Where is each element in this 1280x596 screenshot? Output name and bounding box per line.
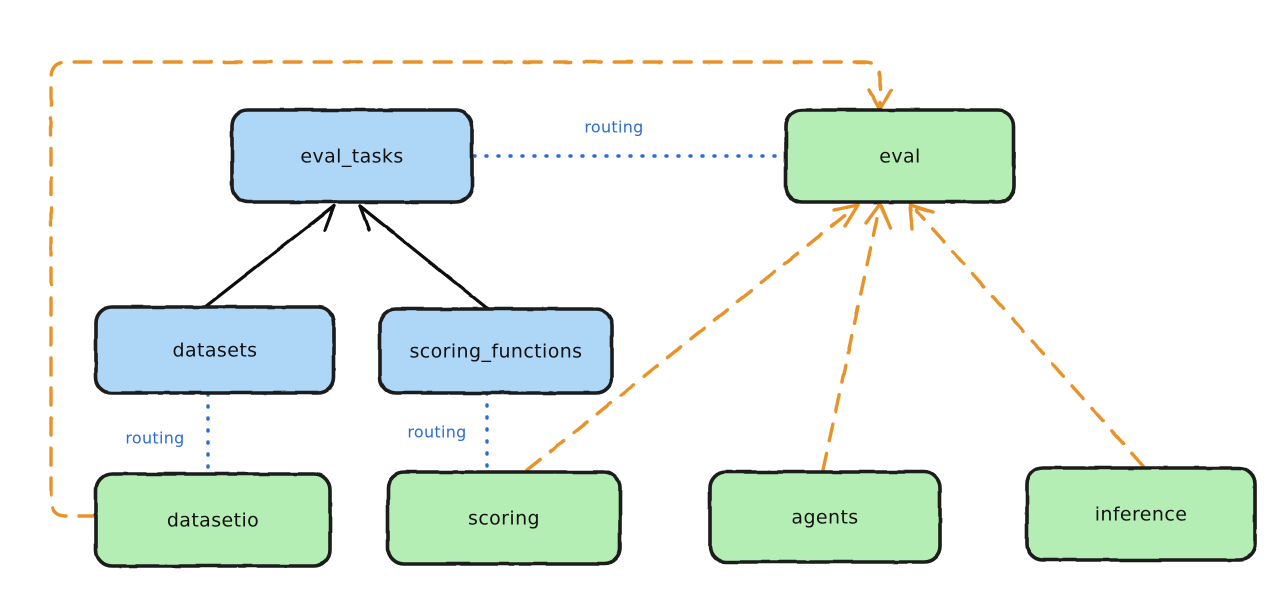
edge-label-layer: routing routing routing [125, 118, 643, 448]
node-eval[interactable]: eval [784, 108, 1016, 204]
edge-datasets-to-eval-tasks [203, 204, 336, 309]
node-eval-tasks-shape[interactable] [230, 108, 474, 204]
node-inference-shape[interactable] [1025, 466, 1257, 562]
edge-label-datasets-datasetio: routing [125, 429, 184, 448]
edge-layer [49, 60, 1145, 518]
edge-datasetio-to-eval-dependency [49, 60, 893, 518]
node-inference-label: inference [1095, 504, 1188, 526]
node-eval-label: eval [879, 146, 920, 168]
edge-agents-to-eval-dependency [821, 202, 892, 472]
node-scoring-functions[interactable]: scoring_functions [378, 307, 614, 395]
node-agents-shape[interactable] [708, 470, 942, 564]
node-scoring-functions-label: scoring_functions [410, 341, 583, 363]
edge-inference-to-eval-dependency [908, 203, 1145, 468]
edge-scoring-to-eval-dependency [525, 203, 860, 472]
node-scoring[interactable]: scoring [386, 470, 622, 566]
node-scoring-shape[interactable] [386, 470, 622, 566]
node-layer: eval_tasks eval datasets scoring_functio… [94, 108, 1257, 568]
node-inference[interactable]: inference [1025, 466, 1257, 562]
node-datasetio-label: datasetio [167, 510, 259, 532]
edge-scoring-functions-to-eval-tasks [358, 204, 490, 311]
node-scoring-label: scoring [468, 508, 540, 530]
node-agents[interactable]: agents [708, 470, 942, 564]
node-agents-label: agents [791, 507, 858, 529]
node-datasetio[interactable]: datasetio [94, 472, 332, 568]
node-eval-shape[interactable] [784, 108, 1016, 204]
node-datasets-shape[interactable] [94, 305, 336, 395]
edge-label-scoring-functions-scoring: routing [407, 423, 466, 442]
node-datasetio-shape[interactable] [94, 472, 332, 568]
node-datasets-label: datasets [173, 340, 258, 362]
edge-label-eval-tasks-eval: routing [584, 118, 643, 137]
node-datasets[interactable]: datasets [94, 305, 336, 395]
node-eval-tasks-label: eval_tasks [300, 146, 403, 168]
node-scoring-functions-shape[interactable] [378, 307, 614, 395]
node-eval-tasks[interactable]: eval_tasks [230, 108, 474, 204]
